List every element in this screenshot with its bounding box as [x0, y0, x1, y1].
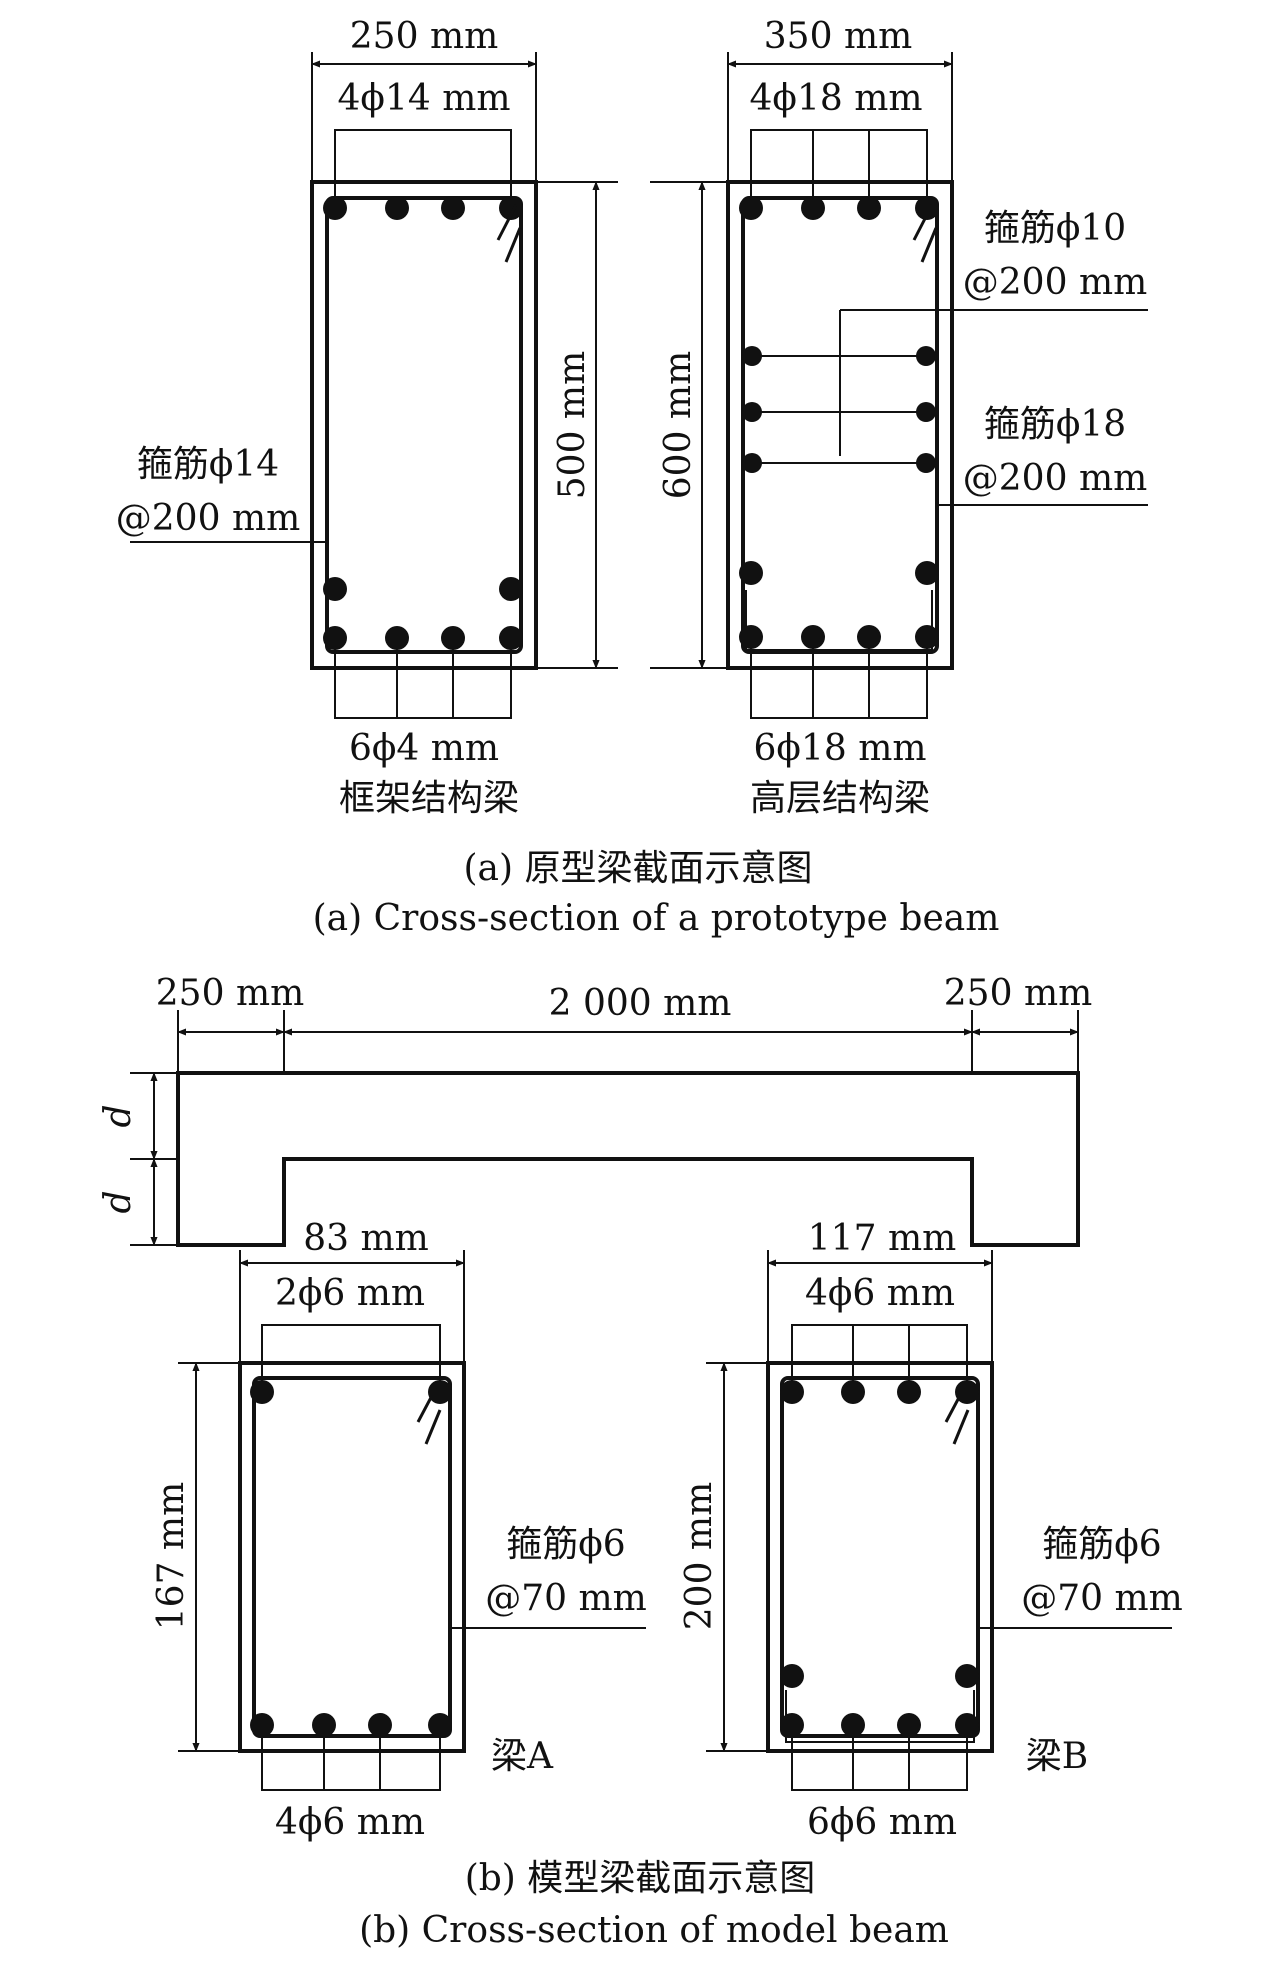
highrise-beam-bottom-bar-label: 6ϕ18 mm: [754, 728, 927, 769]
caption-b-cn: (b) 模型梁截面示意图: [465, 1858, 816, 1899]
highrise-beam-section: 350 mm 4ϕ18 mm 600 mm 6ϕ18 mm 高层结构梁 箍筋ϕ1…: [650, 16, 1148, 819]
beam-a-bottom-bars: [250, 1713, 452, 1737]
highrise-beam-stirrup-a-label-2: @200 mm: [963, 262, 1147, 303]
frame-beam-bottom-bars: [323, 577, 523, 650]
frame-beam-name: 框架结构梁: [339, 778, 519, 819]
beam-a-top-bar-label: 2ϕ6 mm: [275, 1273, 425, 1314]
highrise-beam-bottom-bar-leader: [750, 637, 928, 719]
beam-b-top-bar-label: 4ϕ6 mm: [805, 1273, 955, 1314]
beam-b-top-bar-leader: [791, 1324, 968, 1392]
span-label: 2 000 mm: [549, 983, 732, 1024]
beam-a-name: 梁A: [491, 1736, 554, 1777]
highrise-beam-stirrup-b-label-2: @200 mm: [963, 458, 1147, 499]
frame-beam-outline: [310, 180, 538, 670]
model-beam-elevation: 250 mm 2 000 mm 250 mm d d: [98, 973, 1092, 1247]
model-beam-outline: [176, 1071, 1080, 1247]
highrise-beam-bottom-bars: [739, 561, 939, 649]
frame-beam-top-bar-label: 4ϕ14 mm: [338, 78, 511, 119]
depth-label-upper: d: [98, 1104, 139, 1127]
frame-beam-top-bar-leader: [334, 129, 512, 208]
beam-a-stirrup-label-1: 箍筋ϕ6: [506, 1524, 625, 1565]
highrise-beam-outline: [726, 180, 954, 670]
highrise-beam-stirrup-a-label-1: 箍筋ϕ10: [984, 208, 1126, 249]
beam-b-top-bars: [780, 1380, 979, 1404]
frame-beam-width-label: 250 mm: [350, 16, 498, 57]
caption-a-en: (a) Cross-section of a prototype beam: [313, 898, 1000, 939]
beam-b-height-label: 200 mm: [679, 1482, 720, 1630]
beam-a-stirrup: [252, 1376, 452, 1738]
depth-label-lower: d: [98, 1190, 139, 1213]
frame-beam-stirrup-label-1: 箍筋ϕ14: [137, 444, 279, 485]
beam-b-stirrup: [780, 1376, 980, 1738]
beam-a-bottom-bar-leader: [261, 1725, 441, 1791]
beam-a-section: 83 mm 2ϕ6 mm 167 mm 4ϕ6 mm 箍筋ϕ6 @70 mm 梁…: [151, 1218, 647, 1843]
beam-a-top-bars: [250, 1380, 452, 1404]
beam-a-stirrup-hook: [416, 1387, 442, 1445]
beam-b-section: 117 mm 4ϕ6 mm 200 mm 6ϕ6 mm 箍筋ϕ6 @70 mm …: [679, 1218, 1183, 1843]
beam-a-top-bar-leader: [261, 1324, 441, 1392]
beam-b-inner-stirrup: [785, 1690, 975, 1743]
beam-b-outline: [766, 1361, 994, 1753]
frame-beam-bottom-bar-leader: [334, 638, 512, 719]
highrise-beam-stirrup-b-label-1: 箍筋ϕ18: [984, 404, 1126, 445]
frame-beam-stirrup-hook: [496, 204, 522, 263]
frame-beam-bottom-bar-label: 6ϕ4 mm: [349, 728, 499, 769]
highrise-beam-stirrup: [741, 196, 939, 654]
caption-b-en: (b) Cross-section of model beam: [359, 1910, 949, 1951]
beam-b-name: 梁B: [1026, 1736, 1088, 1777]
highrise-beam-top-bar-leader: [750, 129, 928, 208]
beam-b-stirrup-label-2: @70 mm: [1021, 1578, 1183, 1619]
frame-beam-stirrup-label-2: @200 mm: [116, 498, 300, 539]
highrise-beam-width-label: 350 mm: [764, 16, 912, 57]
beam-b-bottom-bars: [780, 1664, 979, 1737]
highrise-beam-stirrup-hook: [912, 204, 938, 263]
left-support-label: 250 mm: [156, 973, 304, 1014]
beam-b-stirrup-label-1: 箍筋ϕ6: [1042, 1524, 1161, 1565]
highrise-beam-ties: [752, 310, 926, 464]
beam-a-outline: [238, 1361, 466, 1753]
highrise-beam-name: 高层结构梁: [750, 778, 930, 819]
beam-b-bottom-bar-label: 6ϕ6 mm: [807, 1802, 957, 1843]
beam-a-stirrup-label-2: @70 mm: [485, 1578, 647, 1619]
caption-a-cn: (a) 原型梁截面示意图: [464, 848, 813, 889]
beam-b-stirrup-hook: [944, 1387, 970, 1445]
highrise-beam-inner-stirrup: [745, 590, 933, 651]
beam-a-width-label: 83 mm: [303, 1218, 429, 1259]
beam-a-bottom-bar-label: 4ϕ6 mm: [275, 1802, 425, 1843]
highrise-beam-height-label: 600 mm: [658, 351, 699, 499]
beam-a-height-label: 167 mm: [151, 1482, 192, 1630]
right-support-label: 250 mm: [944, 973, 1092, 1014]
frame-beam-stirrup: [325, 196, 523, 654]
beam-b-width-label: 117 mm: [808, 1218, 956, 1259]
frame-beam-section: 250 mm 4ϕ14 mm 500 mm 6ϕ4 mm 框架结构梁 箍筋ϕ14…: [116, 16, 618, 819]
frame-beam-height-label: 500 mm: [552, 351, 593, 499]
beam-b-bottom-bar-leader: [791, 1725, 968, 1791]
highrise-beam-top-bar-label: 4ϕ18 mm: [750, 78, 923, 119]
